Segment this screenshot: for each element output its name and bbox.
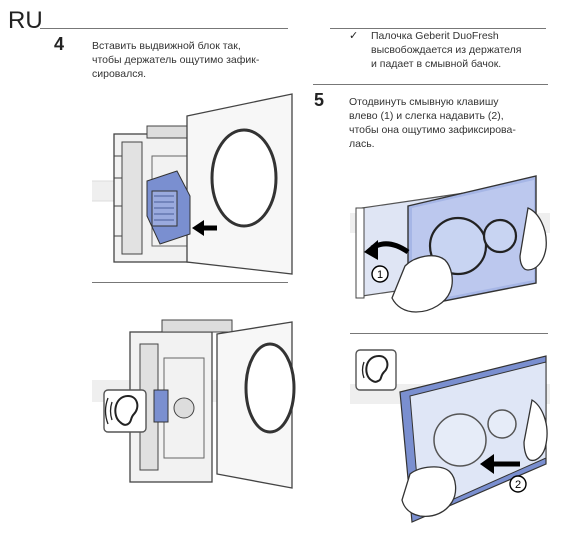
step-5-text: Отодвинуть смывную клавишу влево (1) и с…	[349, 96, 516, 150]
language-code: RU	[8, 7, 43, 34]
header-rule-left	[40, 28, 288, 29]
ear-icon	[355, 349, 397, 391]
illustration-slide-plate: 1	[350, 175, 550, 313]
step-4-text: Вставить выдвижной блок так, чтобы держа…	[92, 40, 260, 80]
ear-icon	[103, 389, 147, 433]
callout-1: 1	[377, 269, 383, 281]
divider-step-4	[92, 282, 288, 283]
illustration-insert-block	[92, 93, 293, 275]
hand-icon	[391, 255, 453, 313]
step-number-5: 5	[314, 90, 325, 110]
step-number-4: 4	[54, 34, 65, 54]
checkmark-icon: ✓	[349, 30, 359, 42]
divider-step-5	[350, 333, 548, 334]
illustration-click-sound	[92, 319, 296, 489]
divider-right	[313, 84, 548, 85]
header-rule-right	[330, 28, 546, 29]
callout-2: 2	[515, 479, 521, 491]
arrow-icon	[192, 220, 204, 236]
result-text: Палочка Geberit DuoFresh высвобождается …	[371, 30, 522, 70]
illustration-press-plate: 2	[350, 349, 550, 523]
